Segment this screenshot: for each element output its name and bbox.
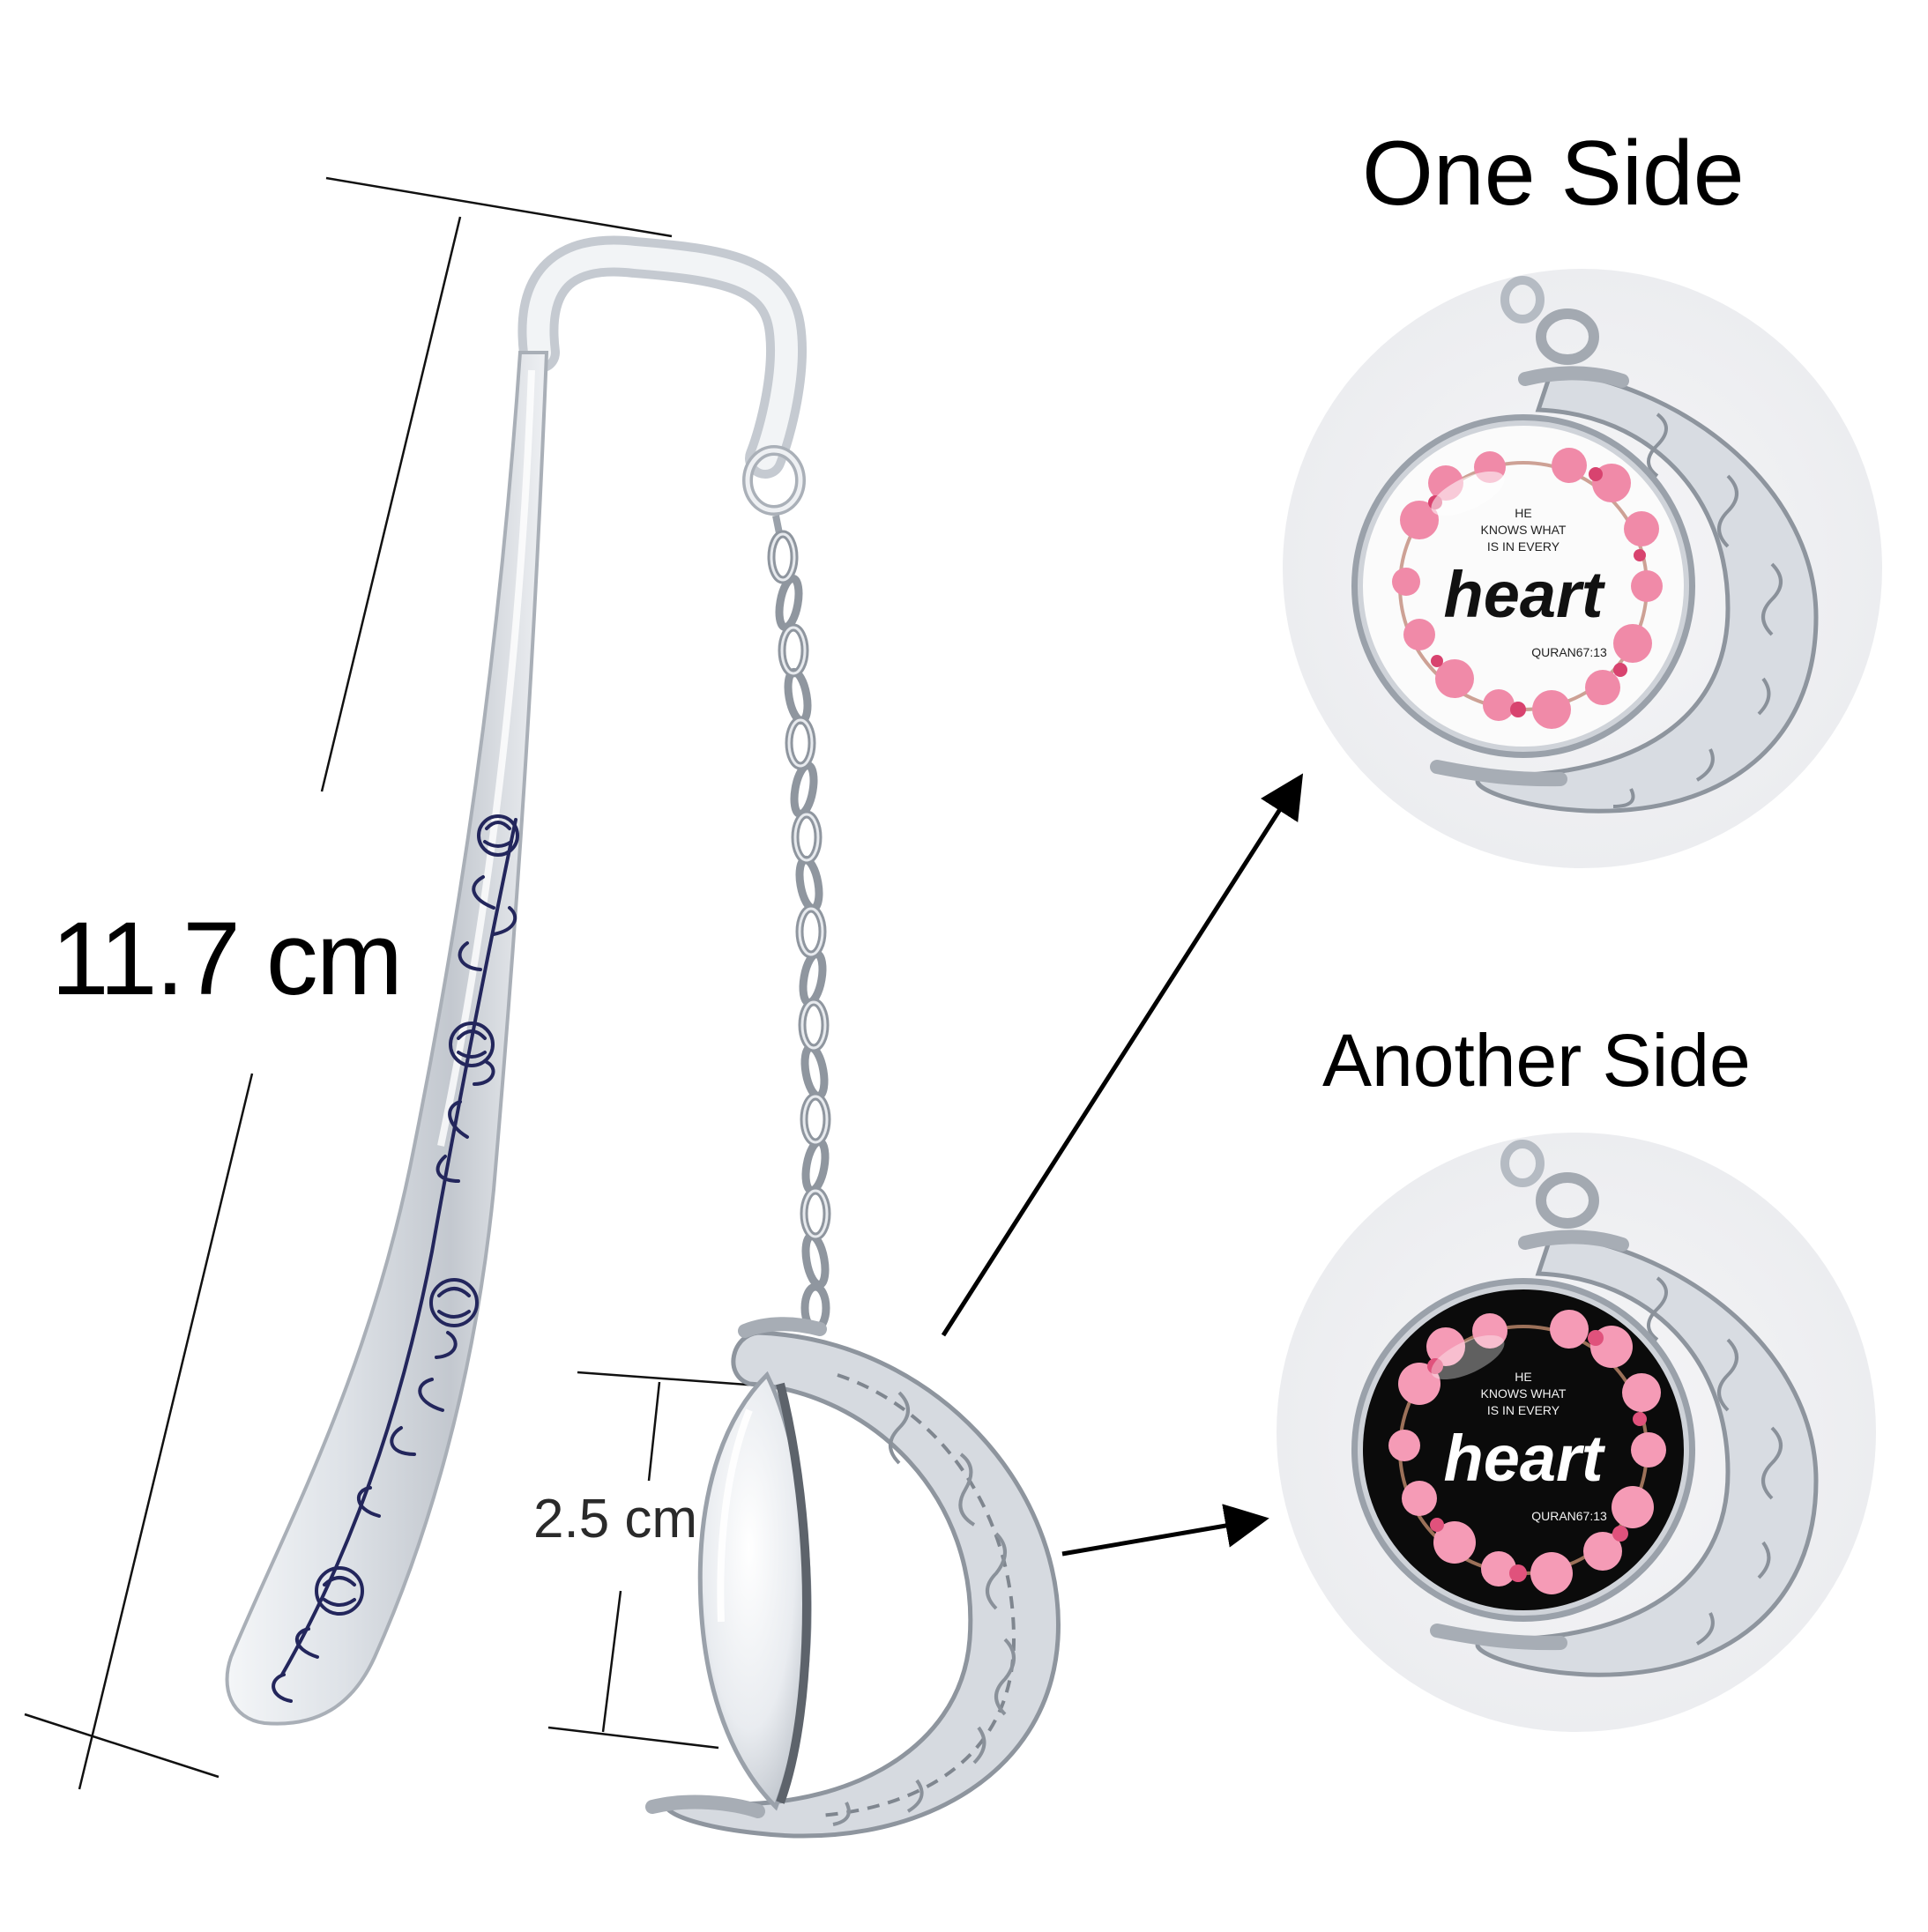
length-dimension-label: 11.7 cm	[51, 901, 403, 1017]
verse-reference-dark: QURAN67:13	[1531, 1509, 1607, 1523]
moon-pendant	[645, 1317, 1061, 1839]
flower-wreath	[1392, 448, 1663, 729]
engraved-vines	[272, 814, 519, 1703]
another-side-view: HE KNOWS WHAT IS IN EVERY heart QURAN67:…	[1277, 1133, 1876, 1732]
verse-line-1-dark: HE	[1515, 1370, 1531, 1384]
one-side-label: One Side	[1362, 123, 1745, 225]
one-side-view: HE KNOWS WHAT IS IN EVERY heart QURAN67:…	[1283, 269, 1882, 868]
another-side-label: Another Side	[1322, 1019, 1751, 1102]
flower-wreath-dark	[1388, 1310, 1666, 1594]
verse-script-word-dark: heart	[1444, 1422, 1606, 1495]
dimension-lines	[24, 176, 772, 1790]
verse-line-2: KNOWS WHAT	[1481, 523, 1567, 537]
arrows	[941, 773, 1304, 1557]
verse-reference: QURAN67:13	[1531, 645, 1607, 659]
diameter-dimension-label: 2.5 cm	[533, 1489, 698, 1549]
verse-line-1: HE	[1515, 506, 1531, 520]
verse-line-3: IS IN EVERY	[1487, 539, 1560, 554]
verse-line-2-dark: KNOWS WHAT	[1481, 1386, 1567, 1401]
chain	[767, 515, 831, 1334]
verse-line-3-dark: IS IN EVERY	[1487, 1403, 1560, 1417]
verse-script-word: heart	[1444, 558, 1606, 631]
